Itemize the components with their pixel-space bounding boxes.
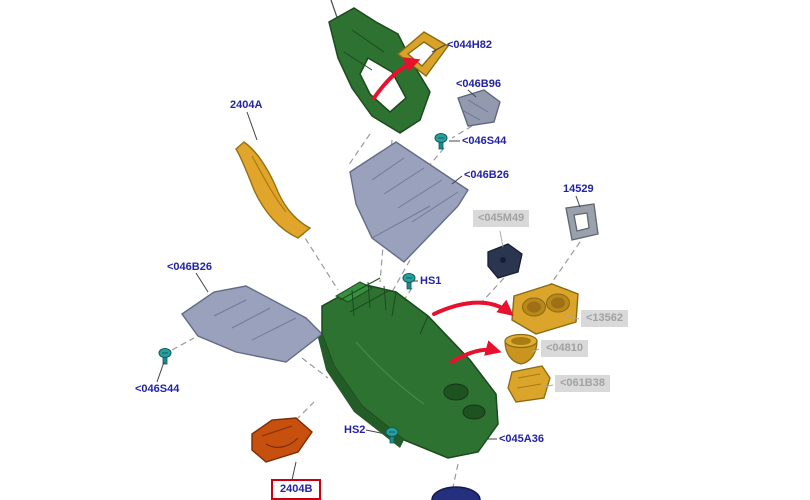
part-label-046B26-right[interactable]: <046B26 — [464, 169, 509, 181]
screw-046S44-top — [434, 133, 448, 150]
part-bracket-046B96 — [457, 89, 501, 127]
part-label-04810: <04810 — [541, 340, 589, 357]
part-bottom-cover — [431, 486, 481, 500]
part-front-trim-2404B — [251, 417, 313, 463]
part-label-044H82[interactable]: <044H82 — [447, 39, 492, 51]
part-top-finish-panel — [328, 7, 431, 134]
part-rubber-mat-061B38 — [507, 365, 551, 403]
part-side-panel-right-046B26 — [349, 141, 469, 263]
part-label-HS1[interactable]: HS1 — [420, 275, 442, 287]
part-label-045M49: <045M49 — [473, 210, 530, 227]
part-label-046S44-left[interactable]: <046S44 — [135, 383, 180, 395]
part-label-045A36[interactable]: <045A36 — [499, 433, 544, 445]
part-side-trim-2404A — [235, 141, 312, 239]
screw-HS1 — [402, 273, 416, 290]
part-cup-holder-13562 — [511, 283, 579, 335]
part-bracket-14529 — [565, 203, 599, 241]
red-assembly-arrows — [372, 57, 514, 364]
ghost-leader-lines — [499, 230, 580, 388]
part-label-14529[interactable]: 14529 — [563, 183, 594, 195]
part-cup-insert-04810 — [504, 333, 538, 365]
label-leader-lines — [156, 44, 581, 481]
part-label-046B96[interactable]: <046B96 — [456, 78, 501, 90]
part-label-2404B-selected[interactable]: 2404B — [271, 479, 322, 500]
screw-046S44-left — [158, 348, 172, 365]
part-console-body-045A36 — [318, 277, 499, 459]
part-label-HS2[interactable]: HS2 — [344, 424, 366, 436]
part-label-046S44-top[interactable]: <046S44 — [462, 135, 507, 147]
part-label-13562: <13562 — [581, 310, 629, 327]
part-side-panel-left-046B26 — [181, 285, 324, 363]
part-label-2404A[interactable]: 2404A — [230, 99, 263, 111]
part-bracket-045M49 — [487, 243, 523, 279]
part-label-046B26-left[interactable]: <046B26 — [167, 261, 212, 273]
part-label-061B38: <061B38 — [555, 375, 610, 392]
